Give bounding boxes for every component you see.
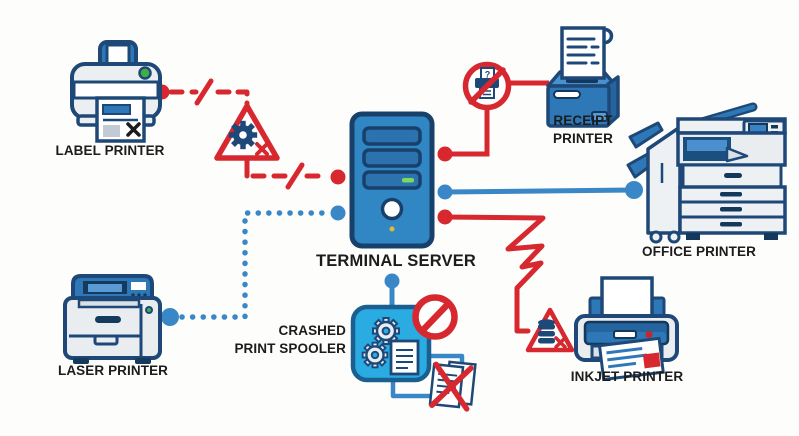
black-x-icon xyxy=(126,122,141,137)
receipt-printer-icon xyxy=(546,26,620,128)
laser-printer-label: LASER PRINTER xyxy=(57,363,169,378)
power-button-icon xyxy=(380,197,404,221)
inkjet-printer-label: INKJET PRINTER xyxy=(570,369,684,384)
laser-printer-icon xyxy=(63,274,162,364)
label-printer-label: LABEL PRINTER xyxy=(55,143,165,158)
label-printer-icon xyxy=(70,40,162,143)
connection-receipt-printer-blocked xyxy=(437,80,549,162)
red-x-icon xyxy=(554,336,567,349)
svg-text:?: ? xyxy=(485,70,491,80)
connection-inkjet-printer-fault xyxy=(437,209,546,334)
receipt-printer-label-line1: RECEIPT xyxy=(553,113,613,128)
warning-triangle-database-icon xyxy=(525,307,575,353)
connection-office-printer xyxy=(437,181,643,200)
printed-page-icon xyxy=(597,336,665,382)
break-slash-icon xyxy=(285,162,305,190)
server-tower-icon xyxy=(349,111,435,249)
inkjet-printer-icon xyxy=(574,276,679,382)
office-copier-icon xyxy=(626,102,787,244)
print-spooler-icon xyxy=(350,304,432,383)
no-printing-sign-icon: ? xyxy=(462,61,512,111)
prohibition-icon xyxy=(412,294,458,340)
status-led xyxy=(402,178,414,183)
red-x-icon xyxy=(429,361,474,412)
crashed-spooler-label-line1: CRASHED xyxy=(278,323,346,338)
document-icon xyxy=(389,339,420,376)
crashed-spooler-label-line2: PRINT SPOOLER xyxy=(234,340,346,356)
break-slash-icon xyxy=(194,78,214,106)
office-printer-label: OFFICE PRINTER xyxy=(642,244,756,259)
red-x-icon xyxy=(255,142,269,156)
warning-triangle-gear-icon xyxy=(214,103,280,161)
receipt-printer-label-line2: PRINTER xyxy=(553,130,613,146)
connection-laser-printer-dotted xyxy=(161,205,346,326)
database-icon xyxy=(538,319,555,344)
cancelled-document-icon xyxy=(428,360,477,412)
terminal-server-label: TERMINAL SERVER xyxy=(315,252,477,270)
